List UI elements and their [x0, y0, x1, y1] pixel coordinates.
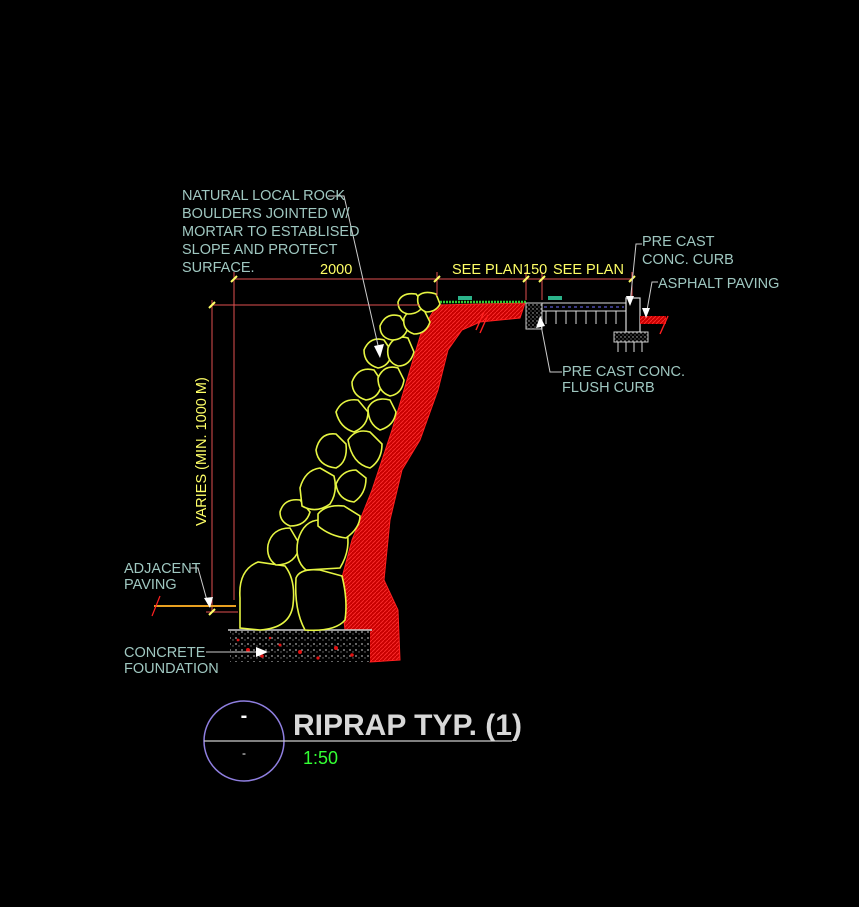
svg-text:PRE CAST CONC.: PRE CAST CONC.	[562, 364, 685, 380]
asphalt-layer	[640, 316, 666, 324]
dim-varies: VARIES (MIN. 1000 M)	[194, 377, 210, 526]
leader-arrows	[204, 296, 650, 657]
paving-slab	[541, 302, 627, 312]
adjacent-paving-break	[151, 595, 161, 617]
svg-text:BOULDERS JOINTED W/: BOULDERS JOINTED W/	[182, 206, 351, 222]
svg-text:CONC. CURB: CONC. CURB	[642, 252, 734, 268]
label-rock: NATURAL LOCAL ROCK BOULDERS JOINTED W/ M…	[182, 188, 360, 276]
svg-text:CONCRETE: CONCRETE	[124, 645, 206, 661]
svg-text:SLOPE AND PROTECT: SLOPE AND PROTECT	[182, 242, 338, 258]
label-flush-curb: PRE CAST CONC. FLUSH CURB	[562, 364, 685, 396]
drawing-title: RIPRAP TYP. (1)	[293, 709, 522, 742]
svg-text:ADJACENT: ADJACENT	[124, 561, 201, 577]
leader-lines	[190, 195, 658, 653]
precast-curb	[625, 297, 641, 333]
label-adjacent-paving: ADJACENT PAVING	[124, 561, 201, 593]
boulders	[239, 291, 441, 632]
dimension-lines	[206, 272, 633, 613]
mortar-fill	[339, 302, 526, 663]
drawing-scale: 1:50	[303, 748, 338, 768]
bubble-bottom: -	[242, 746, 246, 760]
svg-text:FLUSH CURB: FLUSH CURB	[562, 380, 655, 396]
break-mark-2	[659, 315, 669, 335]
svg-text:MORTAR TO ESTABLISED: MORTAR TO ESTABLISED	[182, 224, 360, 240]
svg-text:PRE CAST: PRE CAST	[642, 234, 715, 250]
svg-text:NATURAL LOCAL ROCK: NATURAL LOCAL ROCK	[182, 188, 345, 204]
paving-base-ticks	[545, 311, 617, 324]
grass-marker-1	[458, 296, 472, 300]
grass-marker-2	[548, 296, 562, 300]
svg-text:FOUNDATION: FOUNDATION	[124, 661, 219, 677]
dim-see-plan-1: SEE PLAN	[452, 262, 523, 278]
svg-text:PAVING: PAVING	[124, 577, 177, 593]
label-precast-curb: PRE CAST CONC. CURB	[642, 234, 734, 268]
dim-2000: 2000	[320, 262, 352, 278]
break-mark-1	[475, 311, 489, 334]
dim-see-plan-2: SEE PLAN	[553, 262, 624, 278]
curb-base	[613, 331, 649, 343]
bubble-top: -	[241, 705, 248, 727]
svg-text:SURFACE.: SURFACE.	[182, 260, 255, 276]
foundation-red-specks	[236, 636, 354, 660]
label-foundation: CONCRETE FOUNDATION	[124, 645, 219, 677]
curb-base-ticks	[617, 342, 643, 352]
label-asphalt: ASPHALT PAVING	[658, 276, 779, 292]
concrete-foundation	[230, 630, 370, 662]
dim-150: 150	[523, 262, 547, 278]
